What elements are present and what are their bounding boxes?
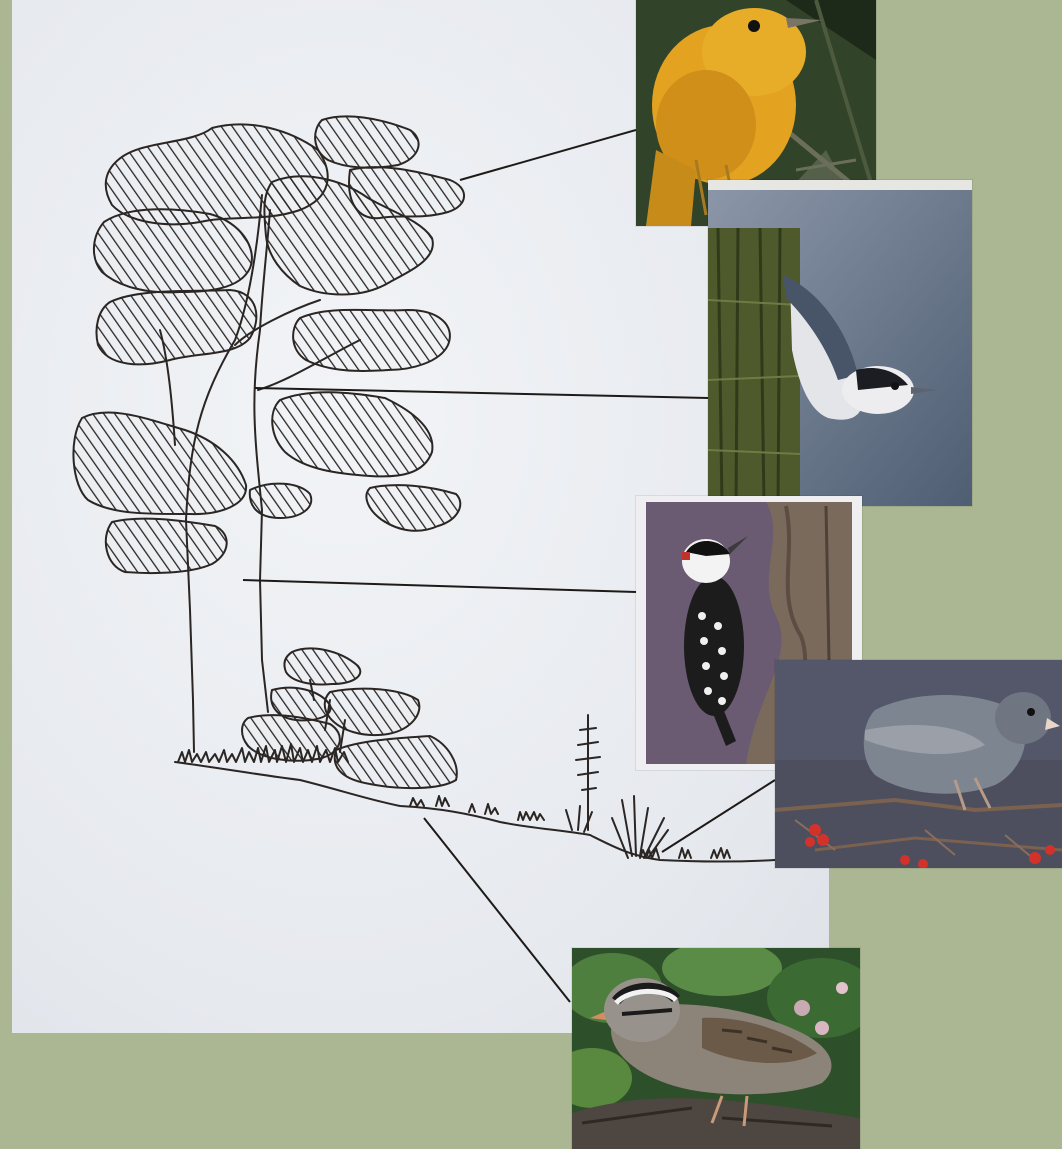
leader-canopy [460,130,636,180]
leader-lower-trunk [243,580,636,592]
nuthatch-photo [708,180,972,506]
leader-ground [424,818,570,1002]
leader-shrub [662,780,775,852]
tree-trunk-right [260,510,268,712]
white-crowned-sparrow-photo [572,948,860,1149]
junco-photo [775,660,1062,868]
woodpecker-body [684,576,744,716]
